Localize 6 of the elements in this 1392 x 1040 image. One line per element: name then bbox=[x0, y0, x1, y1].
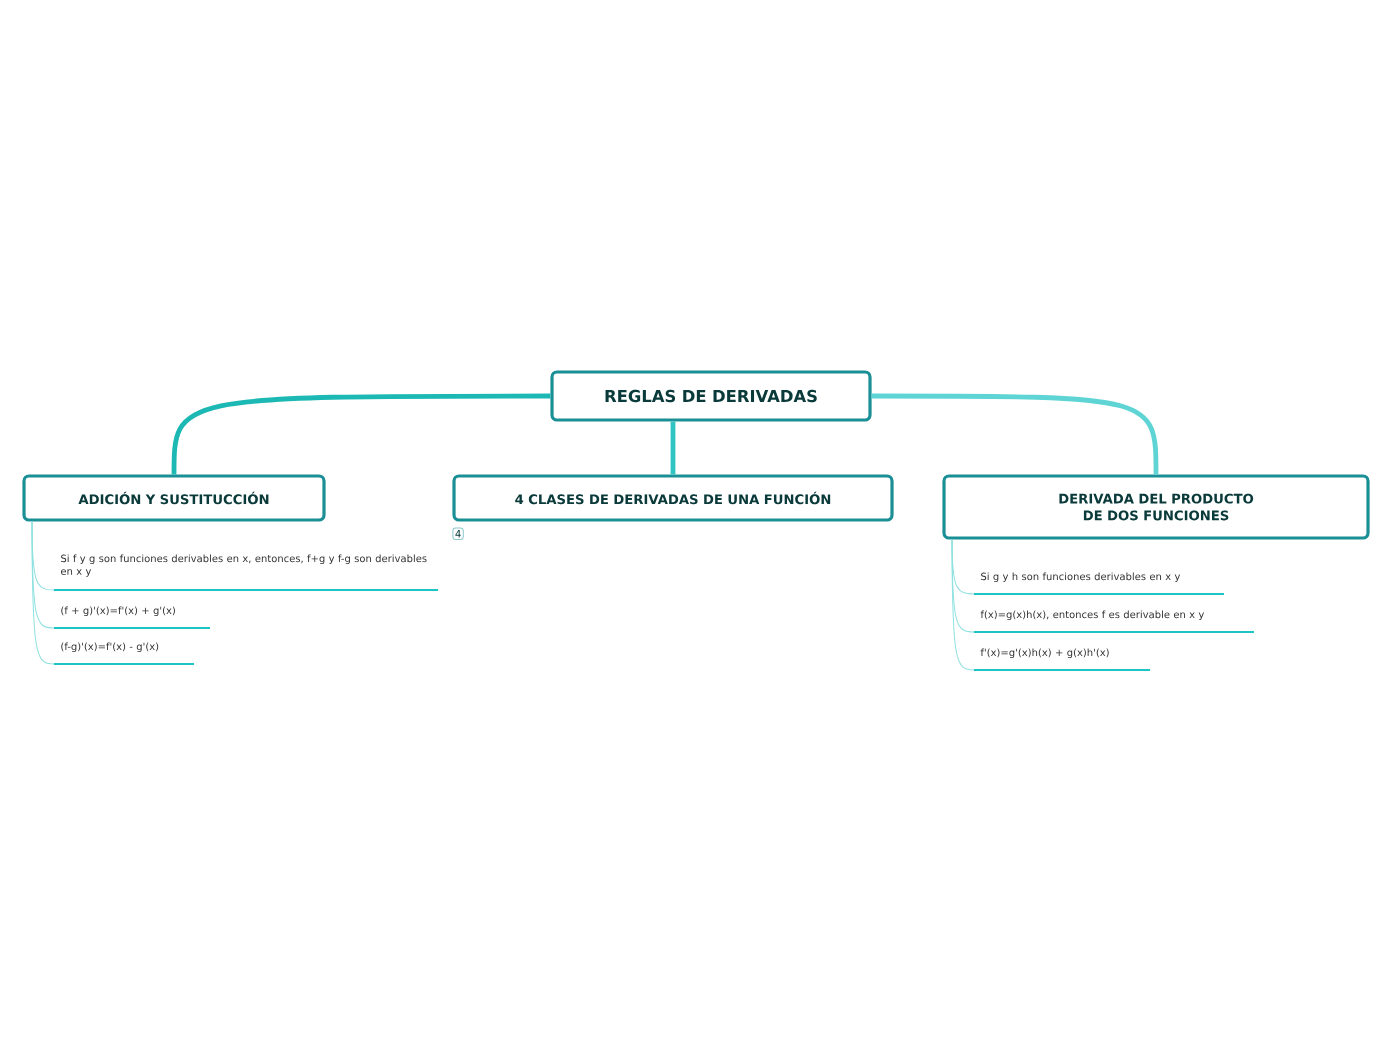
connector-line bbox=[31, 521, 55, 665]
connector-line bbox=[171, 393, 551, 475]
connector-line bbox=[670, 421, 676, 475]
connector-line bbox=[871, 393, 1159, 475]
topic-box: REGLAS DE DERIVADAS bbox=[550, 370, 872, 422]
connector-line bbox=[951, 539, 975, 671]
